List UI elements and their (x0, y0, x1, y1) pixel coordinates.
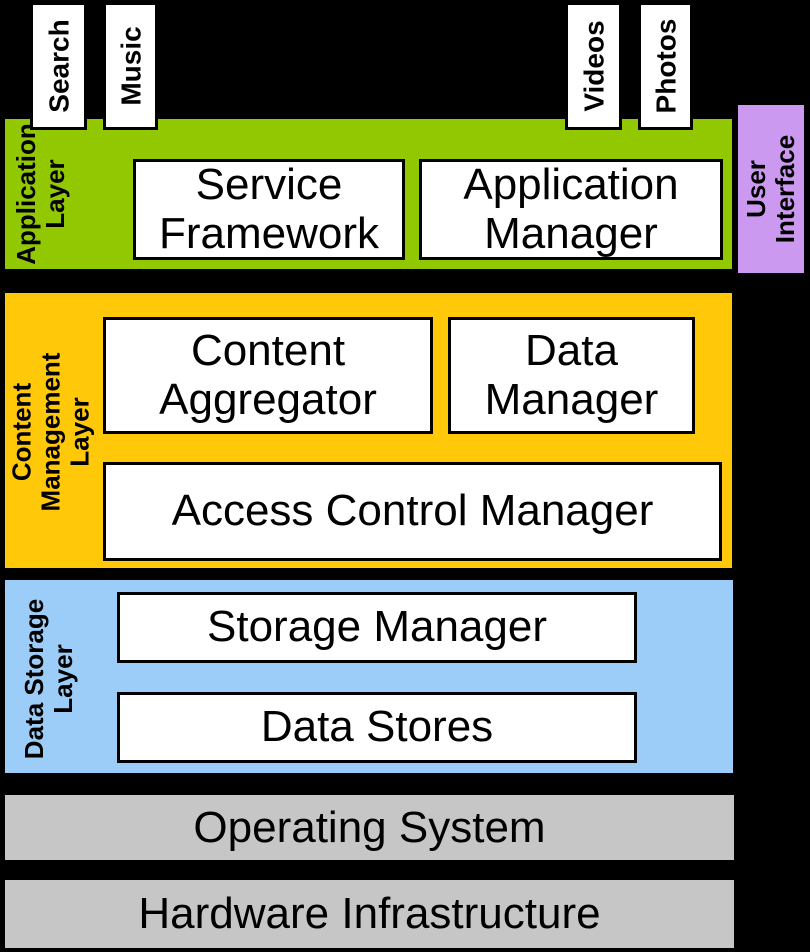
storage-manager-label: Storage Manager (207, 602, 547, 652)
user-interface-label-line: User (741, 160, 771, 218)
content-management-layer-label-line: Layer (64, 397, 95, 467)
data-storage-layer-label-line: Data Storage (19, 598, 49, 760)
hardware-infrastructure-bar: Hardware Infrastructure (3, 878, 736, 950)
application-layer-label: Application Layer (11, 123, 70, 265)
application-manager-box: Application Manager (419, 159, 723, 260)
content-management-layer-label-line: Management (35, 352, 66, 512)
data-manager-box: Data Manager (448, 317, 695, 434)
tab-search: Search (30, 2, 87, 130)
application-layer-label-line: Application (11, 123, 41, 265)
data-stores-label: Data Stores (260, 702, 494, 752)
user-interface-label: User Interface (741, 134, 800, 244)
application-layer-label-line: Layer (40, 159, 70, 229)
storage-manager-box: Storage Manager (117, 592, 637, 663)
operating-system-label: Operating System (193, 802, 546, 852)
tab-videos-label: Videos (578, 20, 609, 112)
tab-videos: Videos (565, 2, 622, 130)
tab-photos-label: Photos (650, 18, 681, 114)
data-storage-layer-label: Data Storage Layer (19, 598, 78, 760)
data-manager-label: Data Manager (484, 326, 659, 424)
content-aggregator-box: Content Aggregator (103, 317, 433, 434)
tab-music-label: Music (115, 26, 146, 106)
tab-music: Music (103, 2, 158, 130)
content-aggregator-label: Content Aggregator (159, 326, 377, 424)
tab-search-label: Search (43, 19, 74, 113)
data-storage-layer-label-line: Layer (48, 644, 78, 714)
user-interface-box: User Interface (738, 105, 804, 273)
hardware-infrastructure-label: Hardware Infrastructure (138, 889, 601, 938)
operating-system-bar: Operating System (3, 793, 736, 862)
access-control-manager-label: Access Control Manager (171, 486, 654, 536)
tab-photos: Photos (638, 2, 693, 130)
service-framework-label: Service Framework (158, 160, 380, 258)
user-interface-label-line: Interface (770, 134, 800, 244)
service-framework-box: Service Framework (133, 159, 405, 260)
data-stores-box: Data Stores (117, 692, 637, 763)
application-manager-label: Application Manager (463, 160, 679, 258)
access-control-manager-box: Access Control Manager (103, 462, 722, 561)
content-management-layer-label-line: Content (6, 382, 37, 482)
content-management-layer-label: Content Management Layer (6, 352, 95, 512)
